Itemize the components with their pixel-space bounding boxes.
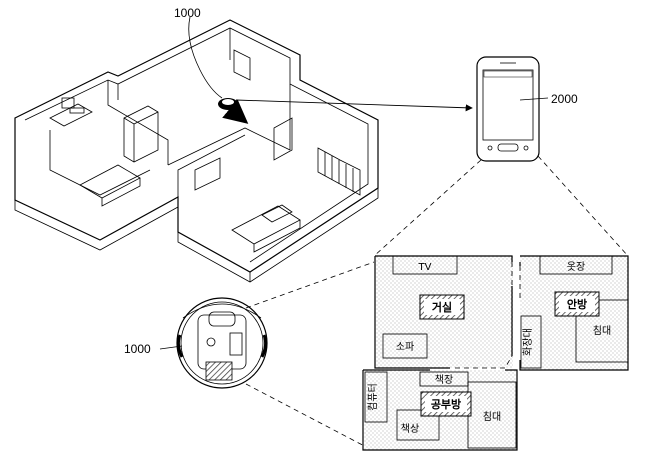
- tv-label: TV: [418, 262, 432, 273]
- projection-line-robot-top: [245, 261, 375, 309]
- apartment-3d-view: [14, 19, 379, 283]
- desk-label: 책상: [401, 423, 419, 435]
- computer-label: 컴퓨터: [367, 383, 379, 411]
- leader-line-robot-detail: [159, 345, 183, 350]
- bookcase-label: 책장: [435, 374, 453, 386]
- bed-main-label: 침대: [593, 325, 611, 337]
- sofa-label: 소파: [396, 341, 414, 353]
- communication-arrow: [235, 99, 473, 112]
- leader-line-phone: [519, 97, 549, 101]
- projection-line-robot-bottom: [245, 383, 373, 451]
- label-phone: 2000: [551, 92, 578, 106]
- vanity-label: 화장대: [522, 328, 534, 356]
- main-bedroom-label: 안방: [567, 297, 587, 311]
- bed-study-label: 침대: [483, 411, 501, 423]
- leader-line-robot: [188, 16, 223, 99]
- label-robot-top: 1000: [174, 6, 201, 20]
- living-room-label: 거실: [432, 300, 452, 314]
- wardrobe-label: 옷장: [567, 261, 585, 273]
- study-label: 공부방: [431, 397, 461, 411]
- label-robot-detail: 1000: [124, 342, 151, 356]
- robot-cleaner-detail: [176, 297, 268, 389]
- projection-line-right: [537, 155, 629, 257]
- floor-plan-map: TV 옷장 거실 안방 침대 화장대 소파 책장 컴퓨터 공부방 침대 책상: [362, 255, 629, 451]
- smartphone: [476, 56, 540, 162]
- projection-line-left: [373, 159, 482, 257]
